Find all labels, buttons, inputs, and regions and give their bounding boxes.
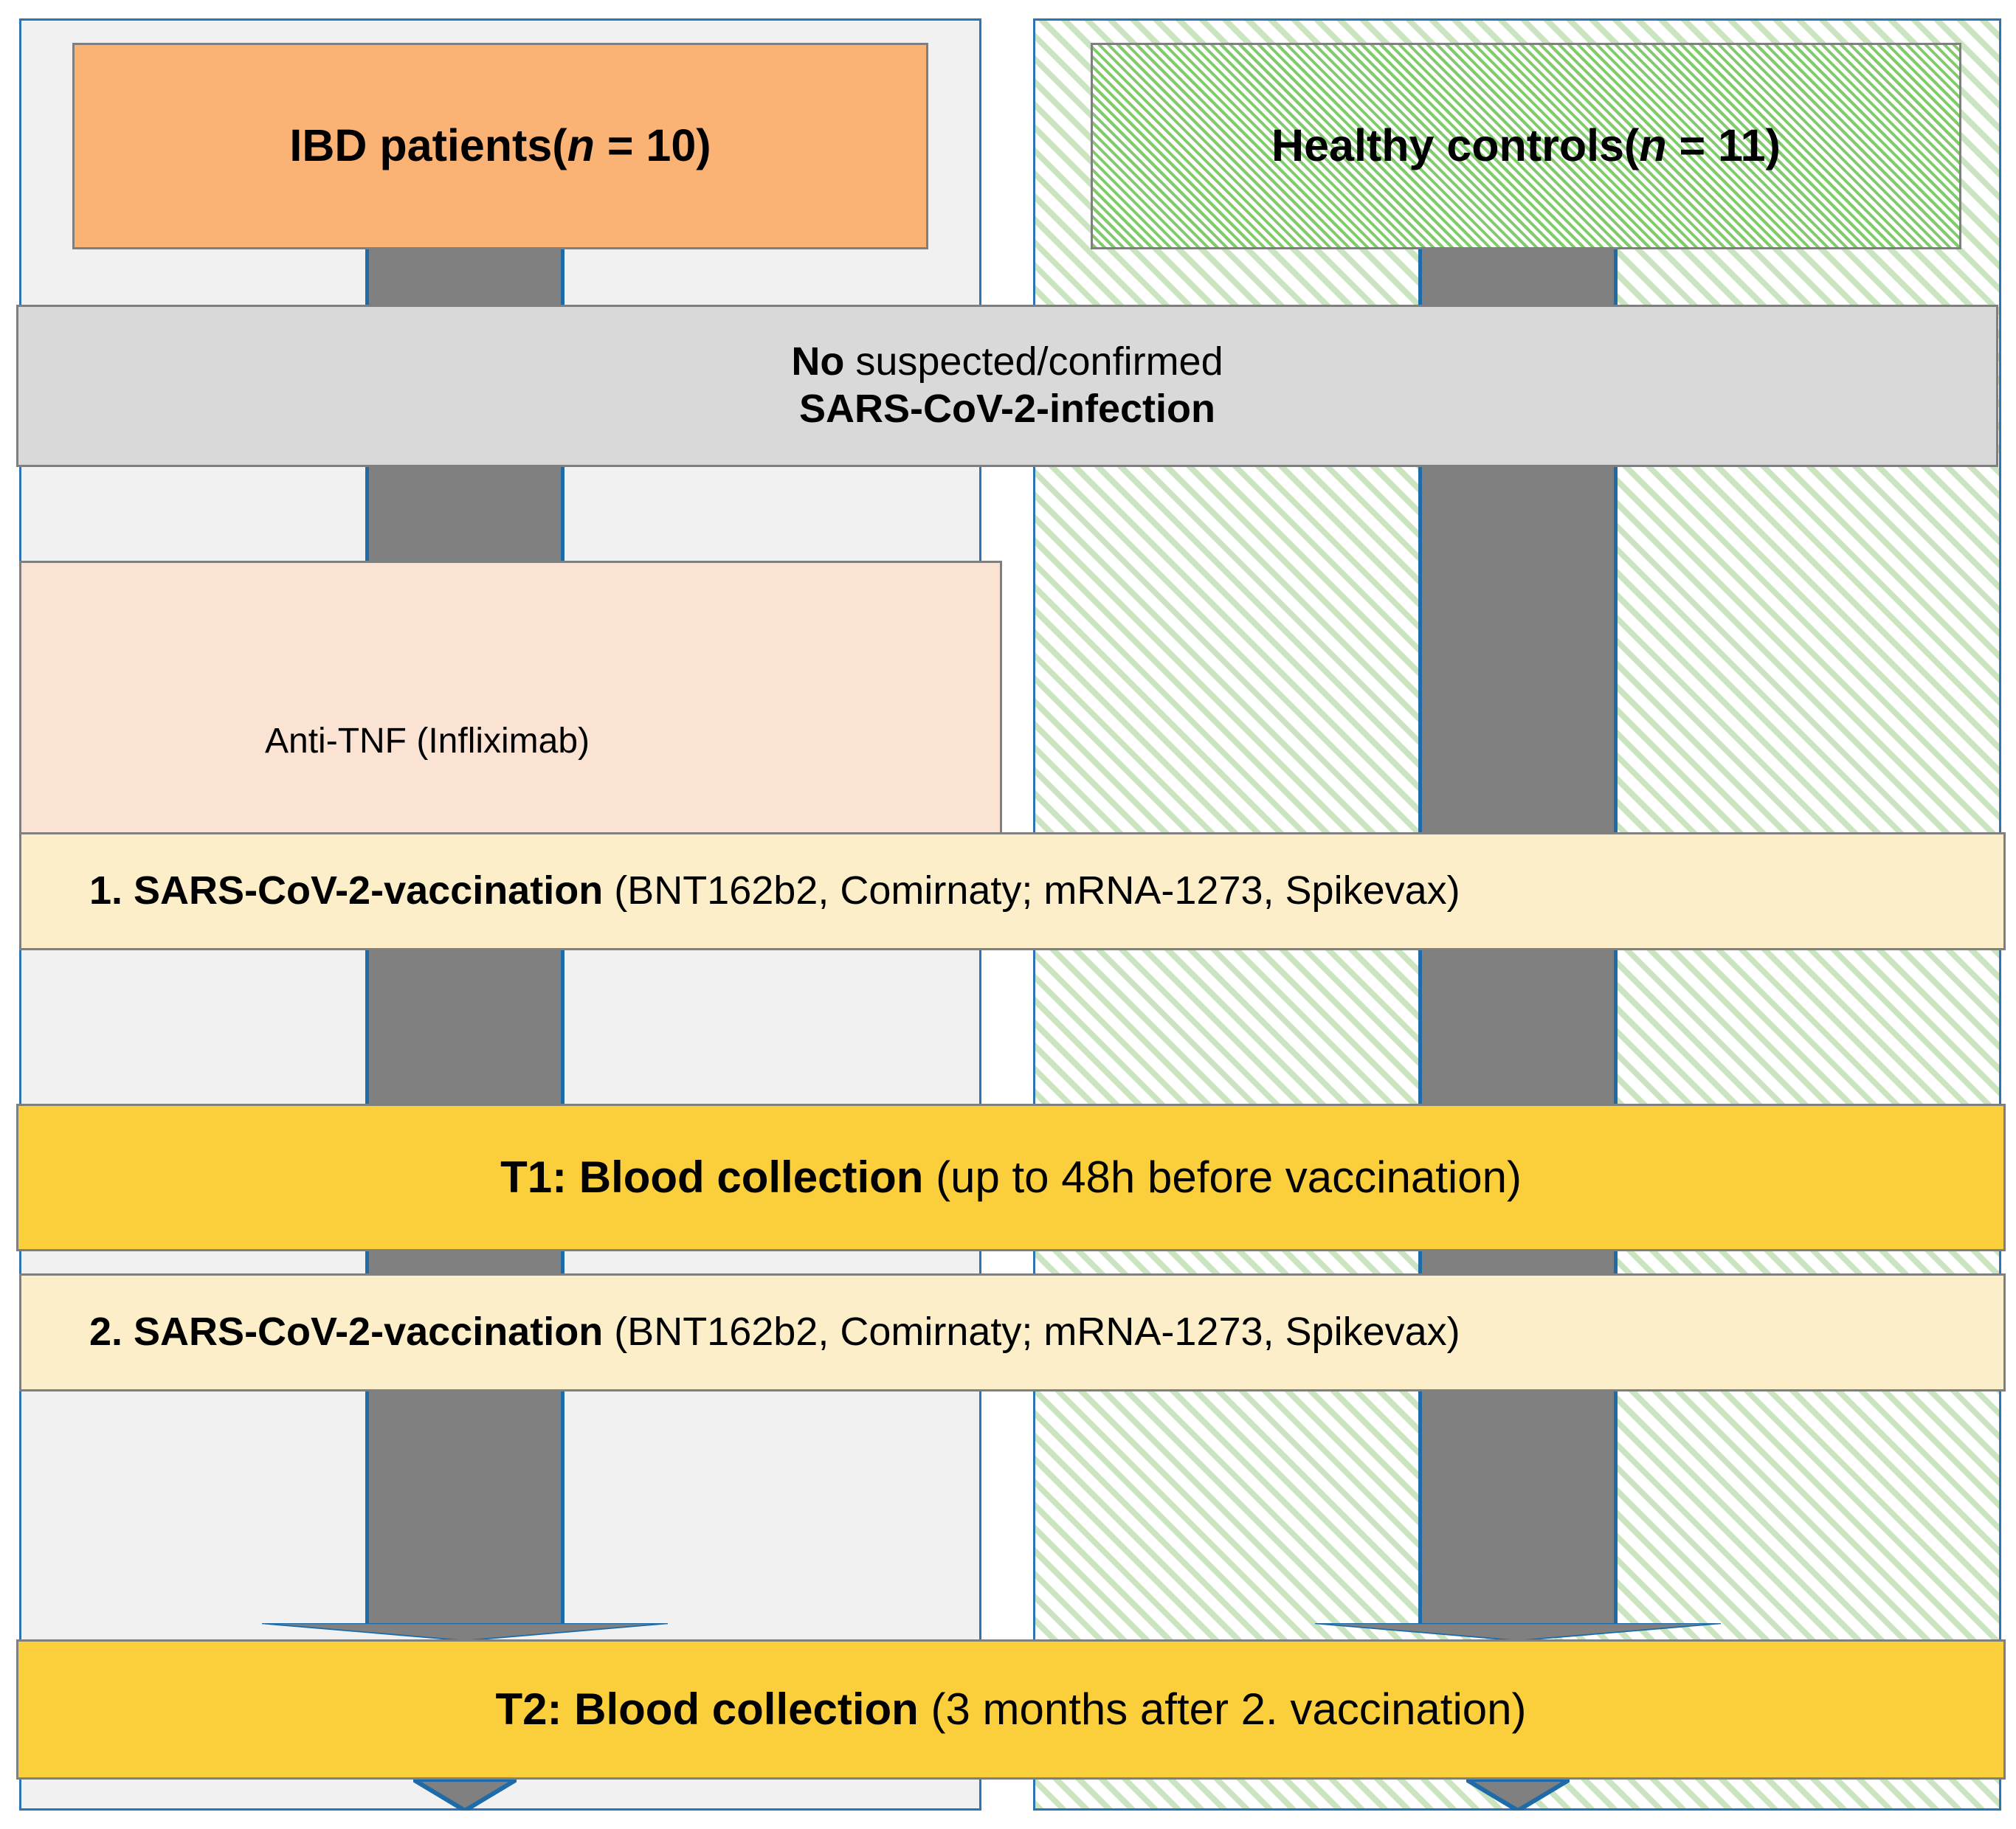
t1-blood-collection-band: T1: Blood collection (up to 48h before v… <box>16 1104 2006 1251</box>
first-vaccination-band: 1. SARS-CoV-2-vaccination (BNT162b2, Com… <box>19 832 2006 950</box>
t2-detail: (3 months after 2. vaccination) <box>918 1684 1527 1734</box>
hc-n-equals: = <box>1666 120 1719 171</box>
arrow-tail-right <box>1466 1780 1570 1811</box>
ibd-n-equals: = <box>594 120 646 171</box>
ibd-n-symbol: n <box>567 120 595 171</box>
healthy-controls-header-text: Healthy controls(n = 11) <box>1271 120 1781 173</box>
ibd-patients-header-box: IBD patients(n = 10) <box>72 43 928 249</box>
arrow-tail-left <box>413 1780 517 1811</box>
t2-title: T2: Blood collection <box>495 1684 919 1734</box>
second-vaccination-detail: (BNT162b2, Comirnaty; mRNA-1273, Spikeva… <box>603 1310 1460 1355</box>
exclusion-line-1: No suspected/confirmed <box>791 339 1223 386</box>
ibd-n-value: 10 <box>646 120 697 171</box>
t2-blood-collection-band: T2: Blood collection (3 months after 2. … <box>16 1639 2006 1780</box>
anti-tnf-label: Anti-TNF (Infliximab) <box>265 721 590 761</box>
ibd-n-open: ( <box>552 120 567 171</box>
arrow-tail-right-svg <box>1466 1780 1570 1811</box>
first-vaccination-detail: (BNT162b2, Comirnaty; mRNA-1273, Spikeva… <box>603 868 1460 913</box>
second-vaccination-band: 2. SARS-CoV-2-vaccination (BNT162b2, Com… <box>19 1273 2006 1391</box>
arrow-head-left-svg <box>262 1623 668 1641</box>
second-vaccination-text: 2. SARS-CoV-2-vaccination (BNT162b2, Com… <box>89 1309 1460 1356</box>
t1-detail: (up to 48h before vaccination) <box>923 1152 1522 1202</box>
t1-title: T1: Blood collection <box>500 1152 924 1202</box>
hc-n-symbol: n <box>1639 120 1667 171</box>
no-sars-cov-2-infection-band: No suspected/confirmed SARS-CoV-2-infect… <box>16 305 1998 467</box>
hc-label: Healthy controls <box>1271 120 1624 171</box>
t2-text: T2: Blood collection (3 months after 2. … <box>495 1684 1526 1736</box>
exclusion-line-2: SARS-CoV-2-infection <box>798 387 1216 431</box>
ibd-label: IBD patients <box>289 120 553 171</box>
hc-n-close: ) <box>1765 120 1781 171</box>
healthy-controls-header-box: Healthy controls(n = 11) <box>1091 43 1961 249</box>
arrow-tail-left-svg <box>413 1780 517 1811</box>
exclusion-line-1-rest: suspected/confirmed <box>844 339 1223 384</box>
arrow-head-right-svg <box>1315 1623 1721 1641</box>
first-vaccination-text: 1. SARS-CoV-2-vaccination (BNT162b2, Com… <box>89 868 1460 915</box>
hc-n-value: 11 <box>1718 120 1766 171</box>
arrow-head-right <box>1315 1623 1721 1641</box>
exclusion-no-word: No <box>791 339 845 384</box>
ibd-patients-header-text: IBD patients(n = 10) <box>289 120 711 173</box>
t1-text: T1: Blood collection (up to 48h before v… <box>500 1152 1522 1204</box>
first-vaccination-title: 1. SARS-CoV-2-vaccination <box>89 868 604 913</box>
hc-n-open: ( <box>1623 120 1640 171</box>
arrow-head-left <box>262 1623 668 1641</box>
second-vaccination-title: 2. SARS-CoV-2-vaccination <box>89 1310 604 1355</box>
ibd-n-close: ) <box>696 120 711 171</box>
